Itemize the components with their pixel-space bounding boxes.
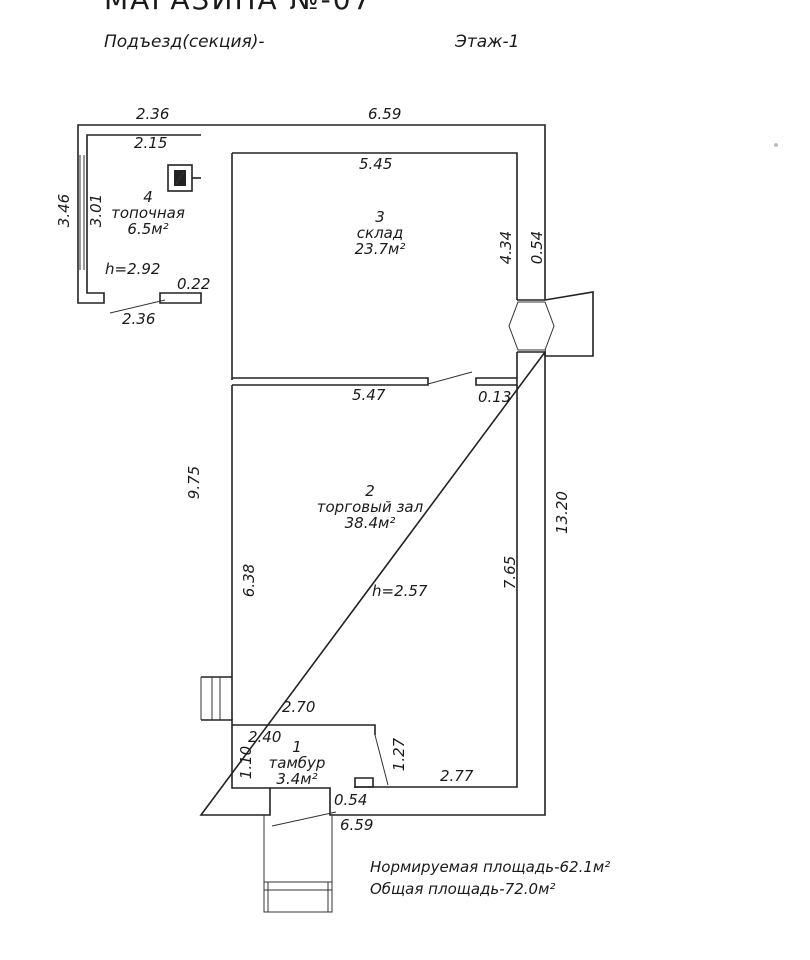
hall-inner-wall xyxy=(354,352,518,788)
room-3-number: 3 xyxy=(375,208,385,226)
room-1-label: 1 тамбур 3.4м² xyxy=(262,738,332,788)
normalized-area: Нормируемая площадь-62.1м² xyxy=(370,858,611,876)
dim-hall-right: 7.65 xyxy=(501,555,520,590)
room-3-label: 3 склад 23.7м² xyxy=(330,208,430,258)
room-4-area: 6.5м² xyxy=(127,219,169,238)
room-4-height: h=2.92 xyxy=(105,260,161,278)
dim-boiler-top-inner: 2.15 xyxy=(134,134,168,152)
entrance-porch xyxy=(263,815,333,913)
partition-stub xyxy=(475,377,518,386)
dim-boiler-top-outer: 2.36 xyxy=(136,105,170,123)
dim-left-outer: 9.75 xyxy=(185,465,204,500)
dim-storage-width: 5.45 xyxy=(359,155,393,173)
dim-boiler-wall-stub: 0.22 xyxy=(177,275,211,293)
dim-vest-width: 2.40 xyxy=(248,728,282,746)
entrance-arrow xyxy=(271,811,337,827)
dim-hall-left: 6.38 xyxy=(240,563,259,598)
room-1-area: 3.4м² xyxy=(276,769,318,788)
dim-wall-thickness-bottom: 0.54 xyxy=(334,791,368,809)
right-window-bay xyxy=(517,291,594,357)
dim-partition-gap: 0.13 xyxy=(478,388,512,406)
dim-right-outer: 13.20 xyxy=(552,491,571,534)
partition-wall xyxy=(232,377,429,386)
boiler-room-bottom xyxy=(159,292,202,304)
vestibule-stub xyxy=(354,777,374,788)
dim-vest-right: 1.27 xyxy=(390,737,409,772)
dim-storage-right-wall: 0.54 xyxy=(528,230,547,265)
scan-dot xyxy=(774,143,778,147)
partition-door xyxy=(427,371,473,385)
room-3-area: 23.7м² xyxy=(354,239,406,258)
room-3-name: склад xyxy=(356,223,404,242)
dim-vest-left: 1.10 xyxy=(237,745,256,780)
dim-boiler-left-outer: 3.46 xyxy=(55,193,74,228)
boiler-room-wall-inner xyxy=(79,155,85,270)
left-wall-window xyxy=(200,677,221,720)
room-4-label: 4 топочная 6.5м² xyxy=(108,188,188,238)
room-1-name: тамбур xyxy=(268,753,326,772)
room-2-area: 38.4м² xyxy=(344,513,396,532)
dim-storage-height: 4.34 xyxy=(497,230,516,265)
hall-left-wall xyxy=(201,385,233,720)
room-4-number: 4 xyxy=(143,188,153,206)
room-2-number: 2 xyxy=(365,482,375,500)
room-1-number: 1 xyxy=(292,738,302,756)
total-area: Общая площадь-72.0м² xyxy=(370,880,556,898)
vestibule-wall xyxy=(201,719,376,789)
outer-wall xyxy=(199,124,546,816)
boiler-icon-line xyxy=(175,171,185,185)
dim-boiler-left-inner: 3.01 xyxy=(87,193,106,228)
dim-bottom-right-inner: 2.77 xyxy=(440,767,474,785)
dim-vest-top: 2.70 xyxy=(282,698,316,716)
dim-boiler-bottom: 2.36 xyxy=(122,310,156,328)
vestibule-door xyxy=(374,734,389,786)
window-hexagon xyxy=(508,301,555,351)
title-partial: МАГАЗИНА №-07 xyxy=(104,0,372,14)
room-4-name: топочная xyxy=(111,203,185,222)
dim-partition-width: 5.47 xyxy=(352,386,386,404)
storage-inner-wall xyxy=(231,152,518,380)
boiler-room-door xyxy=(109,299,166,314)
floor-label: Этаж-1 xyxy=(455,32,520,52)
dim-bottom-outer: 6.59 xyxy=(340,816,374,834)
dim-top-outer: 6.59 xyxy=(368,105,402,123)
entrance-label: Подъезд(секция)- xyxy=(104,32,265,52)
room-2-label: 2 торговый зал 38.4м² xyxy=(310,482,430,532)
room-2-name: торговый зал xyxy=(316,497,424,516)
room-2-height: h=2.57 xyxy=(372,582,428,600)
boiler-room-wall xyxy=(77,124,201,304)
